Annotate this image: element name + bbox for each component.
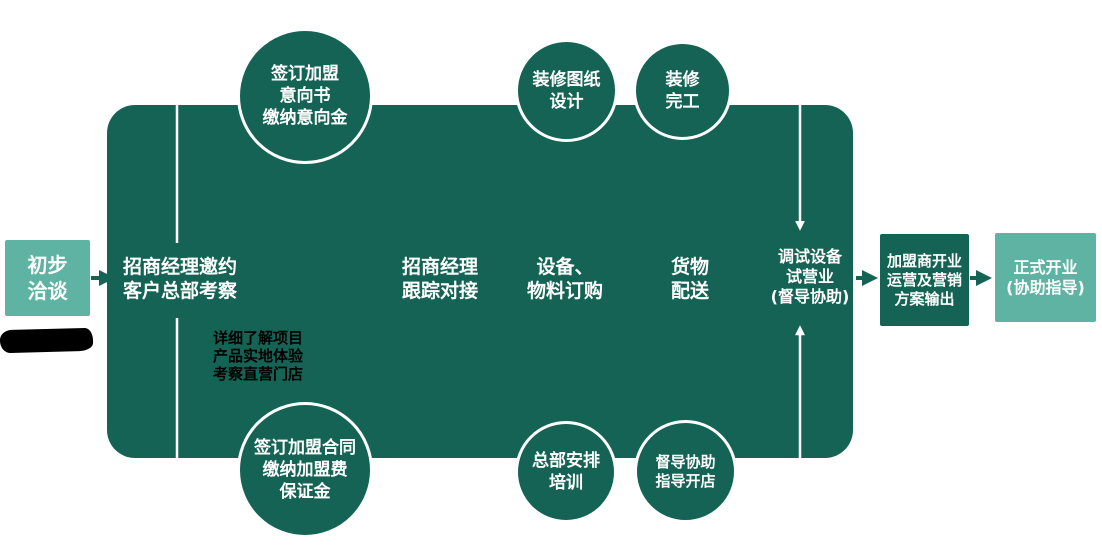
stage-trial-operation: 调试设备 试营业 (督导协助) bbox=[748, 246, 872, 308]
annotation-note: 详细了解项目 产品实地体验 考察直营门店 bbox=[213, 329, 304, 383]
arrow-supervise-to-trial bbox=[739, 325, 805, 474]
circle-hq-training: 总部安排 培训 bbox=[515, 421, 617, 523]
stage-invite-inspection: 招商经理邀约 客户总部考察 bbox=[100, 255, 260, 303]
stage-goods-delivery-label: 货物 配送 bbox=[670, 256, 709, 302]
circle-renovation-design-label: 装修图纸 设计 bbox=[532, 69, 601, 112]
circle-hq-training-label: 总部安排 培训 bbox=[532, 451, 600, 493]
stage-trial-operation-label: 调试设备 试营业 (督导协助) bbox=[770, 247, 850, 306]
circle-renovation-complete: 装修 完工 bbox=[633, 41, 732, 140]
start-box-label: 初步 洽谈 bbox=[27, 253, 68, 303]
box-official-opening: 正式开业 (协助指导) bbox=[995, 233, 1096, 322]
stage-equipment-ordering: 设备、 物料订购 bbox=[497, 255, 633, 303]
arrow-to-intent-circle bbox=[175, 88, 229, 243]
circle-sign-contract: 签订加盟合同 缴纳加盟费 保证金 bbox=[237, 402, 373, 538]
stage-equipment-ordering-label: 设备、 物料订购 bbox=[526, 256, 603, 302]
circle-supervisor-assist: 督导协助 指导开店 bbox=[634, 420, 737, 523]
circle-supervisor-assist-label: 督导协助 指导开店 bbox=[655, 452, 716, 490]
stage-goods-delivery: 货物 配送 bbox=[632, 255, 748, 303]
stage-manager-follow-up-label: 招商经理 跟踪对接 bbox=[401, 256, 478, 302]
start-box: 初步 洽谈 bbox=[5, 240, 90, 316]
main-process-panel bbox=[107, 105, 853, 458]
box-official-opening-label: 正式开业 (协助指导) bbox=[1006, 257, 1085, 297]
circle-sign-intent-label: 签订加盟 意向书 缴纳意向金 bbox=[262, 64, 348, 128]
circle-sign-contract-label: 签订加盟合同 缴纳加盟费 保证金 bbox=[254, 438, 356, 502]
arrow-to-contract-circle bbox=[175, 318, 229, 473]
stage-manager-follow-up: 招商经理 跟踪对接 bbox=[372, 255, 508, 303]
circle-sign-intent: 签订加盟 意向书 缴纳意向金 bbox=[237, 28, 373, 164]
circle-renovation-design: 装修图纸 设计 bbox=[515, 39, 618, 142]
box-franchisee-opening-label: 加盟商开业 运营及营销 方案输出 bbox=[886, 251, 962, 308]
circle-renovation-complete-label: 装修 完工 bbox=[665, 69, 700, 112]
stage-invite-inspection-label: 招商经理邀约 客户总部考察 bbox=[122, 256, 237, 302]
box-franchisee-opening: 加盟商开业 运营及营销 方案输出 bbox=[880, 234, 969, 326]
arrow-complete-to-trial bbox=[735, 88, 805, 231]
